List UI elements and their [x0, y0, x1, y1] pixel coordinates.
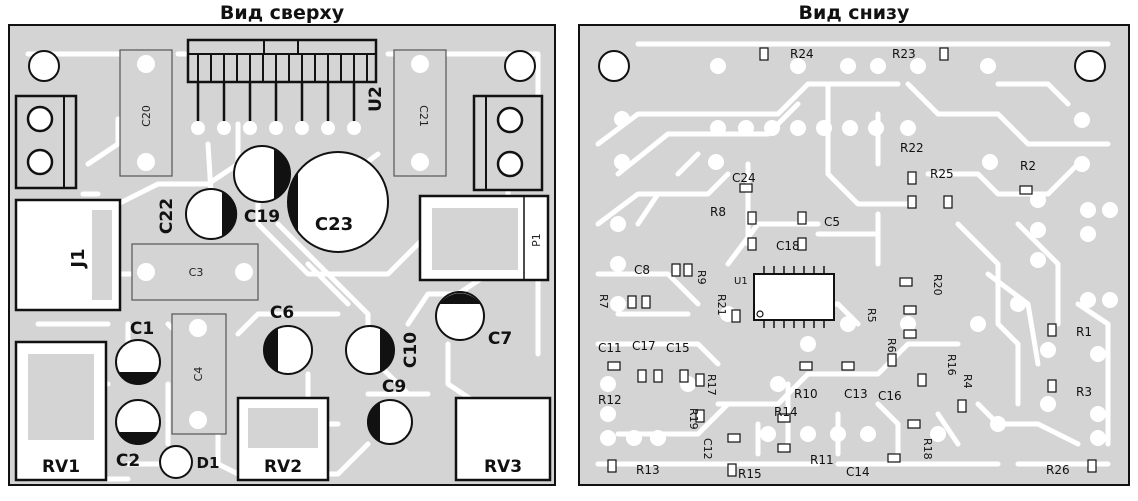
label-rv2: RV2 — [264, 457, 302, 477]
polarity-mark — [118, 372, 158, 385]
label-r6: R6 — [885, 338, 898, 353]
ic-u2 — [186, 38, 378, 135]
label-r7: R7 — [597, 294, 610, 309]
label-d1: D1 — [197, 454, 220, 472]
pad — [137, 55, 155, 73]
terminal-block-left — [14, 94, 78, 190]
label-r11: R11 — [810, 453, 834, 467]
label-c3: C3 — [189, 266, 204, 279]
label-c19: C19 — [244, 207, 280, 227]
potentiometer-rv2-body — [248, 408, 318, 448]
pad — [137, 263, 155, 281]
label-r16: R16 — [945, 354, 958, 376]
polarity-mark — [288, 172, 298, 232]
label-r18: R18 — [921, 438, 934, 460]
potentiometer-rv3 — [454, 396, 552, 482]
pad — [411, 55, 429, 73]
label-r8: R8 — [710, 205, 726, 219]
label-c18: C18 — [776, 239, 800, 253]
label-r4: R4 — [961, 374, 974, 389]
mounting-hole — [28, 50, 60, 82]
label-c23: C23 — [315, 214, 353, 235]
label-r24: R24 — [790, 47, 814, 61]
label-r14: R14 — [774, 405, 798, 419]
label-r22: R22 — [900, 141, 924, 155]
label-c17: C17 — [632, 339, 656, 353]
ic-u1 — [753, 266, 835, 328]
potentiometer-rv1-body — [28, 354, 94, 440]
label-c14: C14 — [846, 465, 870, 479]
label-c6: C6 — [270, 303, 294, 323]
label-c10: C10 — [401, 332, 421, 368]
label-r17: R17 — [705, 374, 718, 396]
label-c1: C1 — [130, 319, 154, 339]
label-rv3: RV3 — [484, 457, 522, 477]
trace-layer — [595, 24, 1130, 467]
terminal-block-right — [472, 94, 544, 192]
label-c12: C12 — [701, 438, 714, 460]
component-p1-body — [432, 208, 518, 270]
pad — [235, 263, 253, 281]
label-c4: C4 — [192, 367, 205, 382]
label-c24: C24 — [732, 171, 756, 185]
label-rv1: RV1 — [42, 457, 80, 477]
mounting-hole — [1074, 50, 1106, 82]
label-p1: P1 — [530, 233, 543, 247]
connector-j1-pins — [92, 210, 112, 300]
label-c13: C13 — [844, 387, 868, 401]
pad — [411, 153, 429, 171]
top-view-board: C20 C21 U2 — [8, 24, 556, 486]
pad — [137, 153, 155, 171]
polarity-mark — [380, 328, 395, 372]
label-r19: R19 — [687, 408, 700, 430]
label-r9: R9 — [695, 270, 708, 285]
label-c16: C16 — [878, 389, 902, 403]
polarity-mark — [274, 149, 290, 199]
label-r21: R21 — [715, 294, 728, 316]
mounting-hole — [504, 50, 536, 82]
label-c5: C5 — [824, 215, 840, 229]
label-c7: C7 — [488, 329, 512, 349]
polarity-mark — [263, 328, 278, 372]
mounting-hole — [598, 50, 630, 82]
top-view-title: Вид сверху — [219, 2, 345, 24]
label-r13: R13 — [636, 463, 660, 477]
label-r10: R10 — [794, 387, 818, 401]
polarity-mark — [367, 402, 380, 442]
label-u1: U1 — [734, 276, 748, 287]
polarity-mark — [118, 432, 158, 445]
polarity-mark — [222, 191, 238, 237]
label-c9: C9 — [382, 377, 406, 397]
label-c8: C8 — [634, 263, 650, 277]
label-c11: C11 — [598, 341, 622, 355]
label-r5: R5 — [865, 308, 878, 323]
capacitor-c23 — [287, 151, 389, 253]
smd-footprints — [607, 47, 1097, 477]
diode-d1 — [159, 445, 193, 479]
label-r1: R1 — [1076, 325, 1092, 339]
label-r20: R20 — [931, 274, 944, 296]
label-c21: C21 — [417, 105, 430, 127]
bottom-view-board: R24 R23 R22 R2 C24 R25 R8 C5 C18 C8 R9 U… — [578, 24, 1130, 486]
label-u2: U2 — [366, 86, 386, 112]
polarity-mark — [440, 293, 480, 304]
label-r26: R26 — [1046, 463, 1070, 477]
label-r15: R15 — [738, 467, 762, 481]
pad-layer — [600, 58, 1118, 446]
bottom-view-title: Вид снизу — [798, 2, 910, 24]
pad — [189, 319, 207, 337]
label-r12: R12 — [598, 393, 622, 407]
label-r23: R23 — [892, 47, 916, 61]
label-c15: C15 — [666, 341, 690, 355]
label-c22: C22 — [157, 198, 177, 234]
label-r25: R25 — [930, 167, 954, 181]
label-r2: R2 — [1020, 159, 1036, 173]
label-c2: C2 — [116, 451, 140, 471]
label-c20: C20 — [140, 105, 153, 127]
label-j1: J1 — [68, 248, 89, 269]
pad — [189, 411, 207, 429]
label-r3: R3 — [1076, 385, 1092, 399]
